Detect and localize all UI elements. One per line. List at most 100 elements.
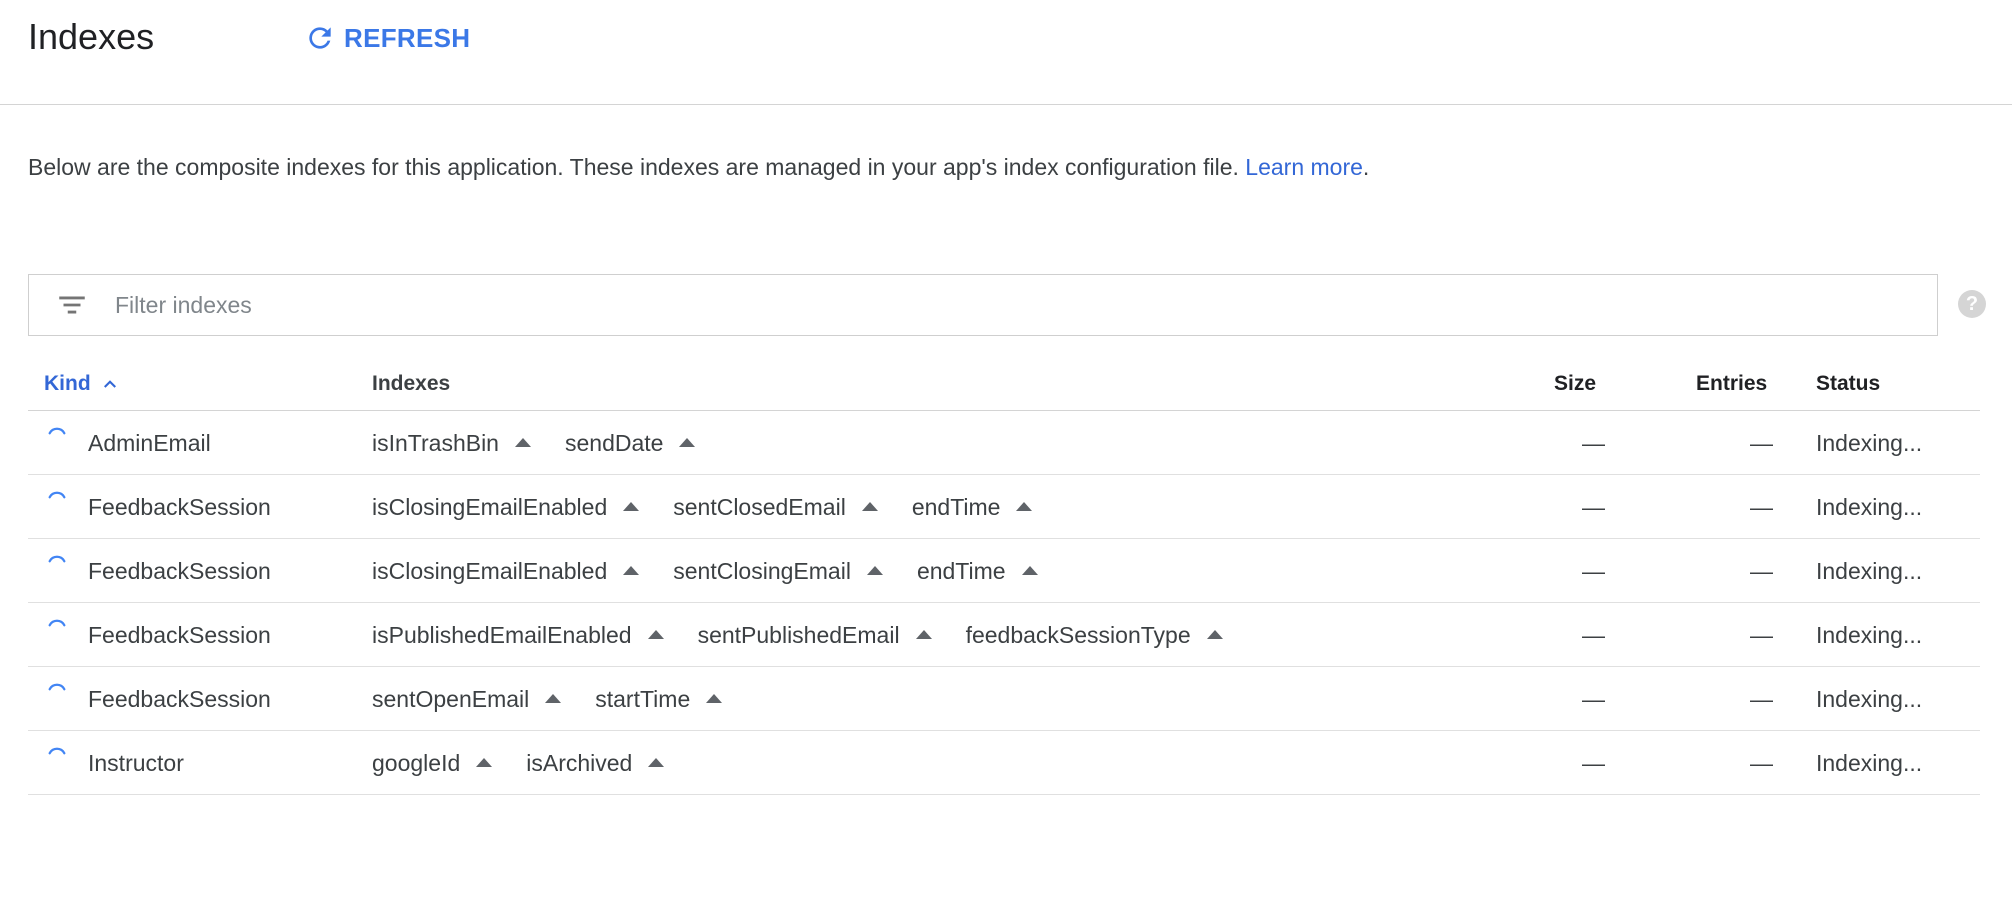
ascending-icon	[623, 566, 640, 575]
index-property-name: sendDate	[564, 430, 664, 456]
cell-size: —	[1582, 622, 1605, 648]
index-property: isClosingEmailEnabled	[372, 558, 640, 585]
index-property: endTime	[917, 558, 1038, 585]
ascending-icon	[623, 502, 640, 511]
cell-indexes: isInTrashBin sendDate	[372, 430, 696, 457]
cell-status: Indexing...	[1816, 622, 1923, 648]
index-property: feedbackSessionType	[966, 622, 1223, 649]
index-property-name: feedbackSessionType	[965, 622, 1191, 648]
index-property-name: sentClosingEmail	[673, 558, 851, 584]
cell-size: —	[1582, 430, 1605, 456]
index-property: sentClosedEmail	[673, 494, 878, 521]
column-header-indexes: Indexes	[372, 372, 451, 395]
filter-bar	[28, 274, 1938, 336]
cell-kind: FeedbackSession	[88, 558, 271, 584]
filter-icon	[59, 296, 85, 314]
index-property-name: endTime	[916, 558, 1006, 584]
ascending-icon	[915, 630, 932, 639]
ascending-icon	[545, 694, 562, 703]
ascending-icon	[647, 630, 664, 639]
learn-more-link[interactable]: Learn more	[1245, 154, 1363, 180]
column-header-kind[interactable]: Kind	[44, 372, 119, 396]
cell-status: Indexing...	[1816, 494, 1923, 520]
description-suffix: .	[1362, 154, 1370, 180]
cell-indexes: isPublishedEmailEnabled sentPublishedEma…	[372, 622, 1223, 649]
cell-entries: —	[1750, 622, 1773, 648]
table-row[interactable]: FeedbackSession sentOpenEmail startTime …	[28, 667, 1980, 731]
description: Below are the composite indexes for this…	[28, 154, 1369, 181]
index-property-name: isArchived	[526, 750, 633, 776]
ascending-icon	[1206, 630, 1223, 639]
spinner-icon	[48, 555, 66, 563]
index-property: sentClosingEmail	[673, 558, 883, 585]
cell-size: —	[1582, 750, 1605, 776]
table-row[interactable]: AdminEmail isInTrashBin sendDate — — Ind…	[28, 411, 1980, 475]
cell-indexes: sentOpenEmail startTime	[372, 686, 723, 713]
spinner-icon	[48, 491, 66, 499]
index-property-name: sentClosedEmail	[673, 494, 846, 520]
refresh-icon	[309, 27, 331, 49]
index-property: startTime	[595, 686, 723, 713]
ascending-icon	[679, 438, 696, 447]
index-property: isPublishedEmailEnabled	[372, 622, 664, 649]
column-header-status: Status	[1816, 372, 1881, 395]
spinner-icon	[48, 683, 66, 691]
spinner-icon	[48, 619, 66, 627]
index-property-name: sentPublishedEmail	[697, 622, 900, 648]
filter-input[interactable]	[113, 290, 1817, 320]
cell-kind: FeedbackSession	[88, 686, 271, 712]
index-property: sentOpenEmail	[372, 686, 562, 713]
table-header: Kind Indexes Size Entries Status	[28, 358, 1980, 411]
table-row[interactable]: FeedbackSession isPublishedEmailEnabled …	[28, 603, 1980, 667]
cell-kind: FeedbackSession	[88, 622, 271, 648]
cell-size: —	[1582, 494, 1605, 520]
spinner-icon	[48, 427, 66, 435]
cell-kind: AdminEmail	[88, 430, 211, 456]
index-property: sentPublishedEmail	[698, 622, 932, 649]
cell-kind: Instructor	[88, 750, 184, 776]
cell-entries: —	[1750, 494, 1773, 520]
table-row[interactable]: FeedbackSession isClosingEmailEnabled se…	[28, 539, 1980, 603]
index-property-name: isClosingEmailEnabled	[372, 494, 608, 520]
index-property-name: isClosingEmailEnabled	[372, 558, 608, 584]
index-property: isInTrashBin	[372, 430, 531, 457]
index-property-name: isPublishedEmailEnabled	[372, 622, 632, 648]
indexes-table: Kind Indexes Size Entries Status AdminEm…	[28, 358, 1980, 795]
page-title: Indexes	[28, 16, 155, 57]
page-header: Indexes REFRESH	[0, 0, 2012, 105]
ascending-icon	[706, 694, 723, 703]
ascending-icon	[514, 438, 531, 447]
cell-status: Indexing...	[1816, 750, 1923, 776]
cell-kind: FeedbackSession	[88, 494, 271, 520]
column-header-kind-label: Kind	[44, 372, 91, 395]
column-header-entries: Entries	[1696, 372, 1768, 395]
cell-indexes: isClosingEmailEnabled sentClosedEmail en…	[372, 494, 1033, 521]
index-property-name: endTime	[911, 494, 1001, 520]
ascending-icon	[1016, 502, 1033, 511]
cell-entries: —	[1750, 686, 1773, 712]
cell-indexes: googleId isArchived	[372, 750, 665, 777]
ascending-icon	[861, 502, 878, 511]
help-icon[interactable]: ?	[1958, 290, 1986, 318]
sort-ascending-icon	[103, 380, 116, 388]
ascending-icon	[476, 758, 493, 767]
ascending-icon	[1021, 566, 1038, 575]
refresh-button[interactable]: REFRESH	[304, 22, 470, 54]
table-body: AdminEmail isInTrashBin sendDate — — Ind…	[28, 411, 1980, 795]
index-property-name: startTime	[595, 686, 691, 712]
index-property-name: isInTrashBin	[372, 430, 499, 456]
index-property: endTime	[912, 494, 1033, 521]
table-row[interactable]: Instructor googleId isArchived — — Index…	[28, 731, 1980, 795]
index-property-name: googleId	[372, 750, 461, 776]
spinner-icon	[48, 747, 66, 755]
cell-size: —	[1582, 686, 1605, 712]
cell-status: Indexing...	[1816, 430, 1923, 456]
cell-indexes: isClosingEmailEnabled sentClosingEmail e…	[372, 558, 1038, 585]
cell-entries: —	[1750, 430, 1773, 456]
cell-size: —	[1582, 558, 1605, 584]
cell-status: Indexing...	[1816, 686, 1923, 712]
index-property: googleId	[372, 750, 493, 777]
table-row[interactable]: FeedbackSession isClosingEmailEnabled se…	[28, 475, 1980, 539]
cell-entries: —	[1750, 558, 1773, 584]
cell-entries: —	[1750, 750, 1773, 776]
